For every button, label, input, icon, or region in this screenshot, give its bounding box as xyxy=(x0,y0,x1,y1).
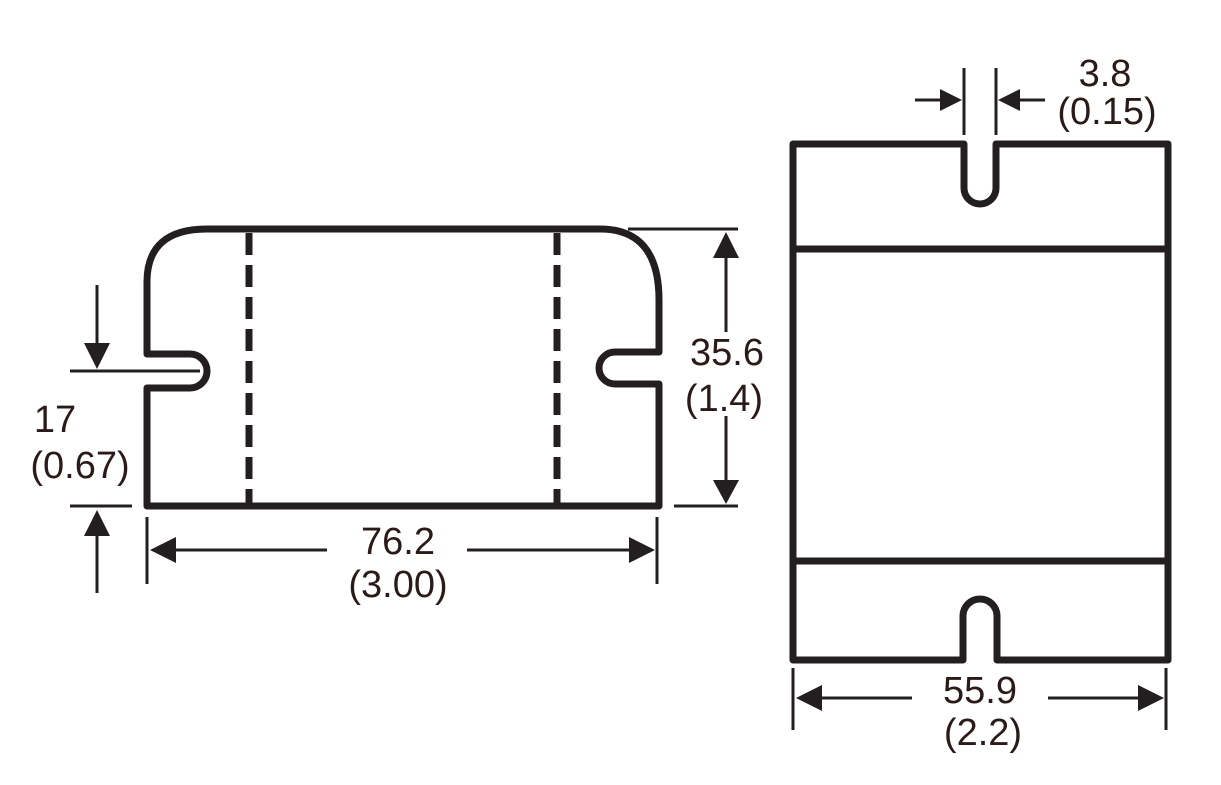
width-mm: 76.2 xyxy=(361,521,435,563)
slot-width-in: (0.15) xyxy=(1057,91,1156,133)
width-dimension: 76.2 (3.00) xyxy=(145,517,659,606)
side-view-outline xyxy=(143,225,663,510)
height-in: (1.4) xyxy=(685,378,763,420)
top-view xyxy=(789,140,1172,664)
width-in: (3.00) xyxy=(348,564,447,606)
slot-height-dimension: 17 (0.67) xyxy=(30,285,200,593)
top-width-dimension: 55.9 (2.2) xyxy=(791,668,1168,754)
top-width-mm: 55.9 xyxy=(943,670,1017,712)
top-width-in: (2.2) xyxy=(944,712,1022,754)
side-view xyxy=(143,225,663,510)
slot-height-in: (0.67) xyxy=(30,445,129,487)
slot-width-mm: 3.8 xyxy=(1079,53,1132,95)
slot-width-dimension: 3.8 (0.15) xyxy=(915,53,1157,135)
top-view-outline xyxy=(789,140,1172,664)
slot-height-mm: 17 xyxy=(34,399,76,441)
height-dimension: 35.6 (1.4) xyxy=(628,227,764,508)
height-mm: 35.6 xyxy=(690,332,764,374)
